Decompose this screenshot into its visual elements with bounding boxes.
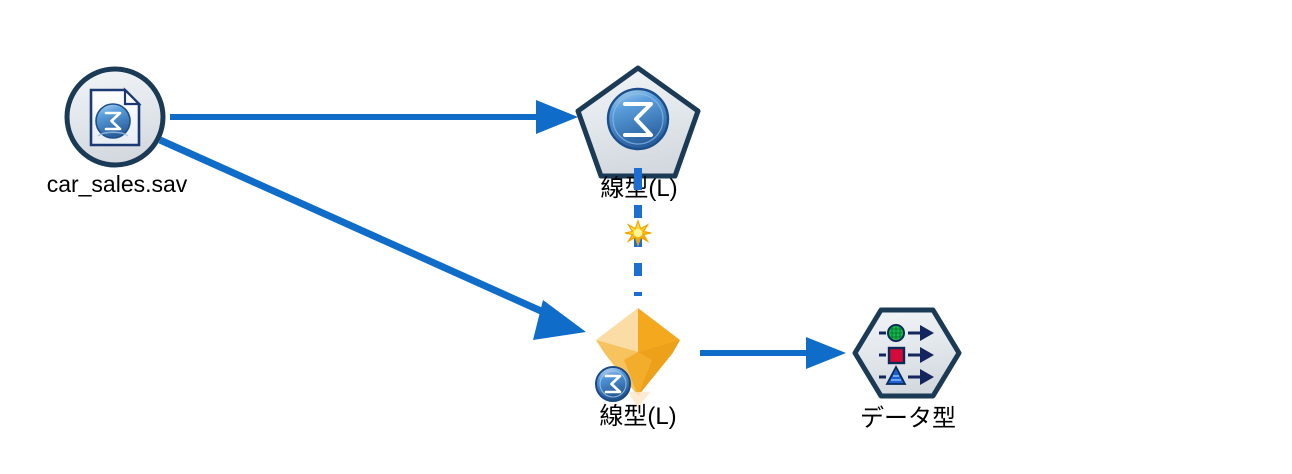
sav-document-sigma-icon — [89, 87, 142, 147]
sigma-badge-icon — [595, 366, 631, 402]
sigma-sphere-icon — [606, 87, 670, 151]
node-type[interactable]: データ型 — [848, 300, 968, 432]
connection-source-to-model-nugget[interactable] — [158, 136, 586, 340]
node-source-label: car_sales.sav — [46, 171, 188, 197]
node-model-builder[interactable]: 線型(L) — [572, 62, 706, 202]
node-model-nugget-label: 線型(L) — [599, 403, 677, 430]
connection-source-to-model-builder[interactable] — [170, 100, 578, 134]
node-source[interactable]: car_sales.sav — [47, 60, 187, 197]
node-type-label: データ型 — [860, 405, 956, 432]
sparkle-star-icon — [624, 219, 652, 247]
dashed-link-top-segment — [634, 168, 642, 190]
connection-model-nugget-to-type[interactable] — [700, 337, 846, 369]
node-model-nugget[interactable]: 線型(L) — [560, 300, 720, 430]
measurement-types-icon — [879, 324, 934, 385]
